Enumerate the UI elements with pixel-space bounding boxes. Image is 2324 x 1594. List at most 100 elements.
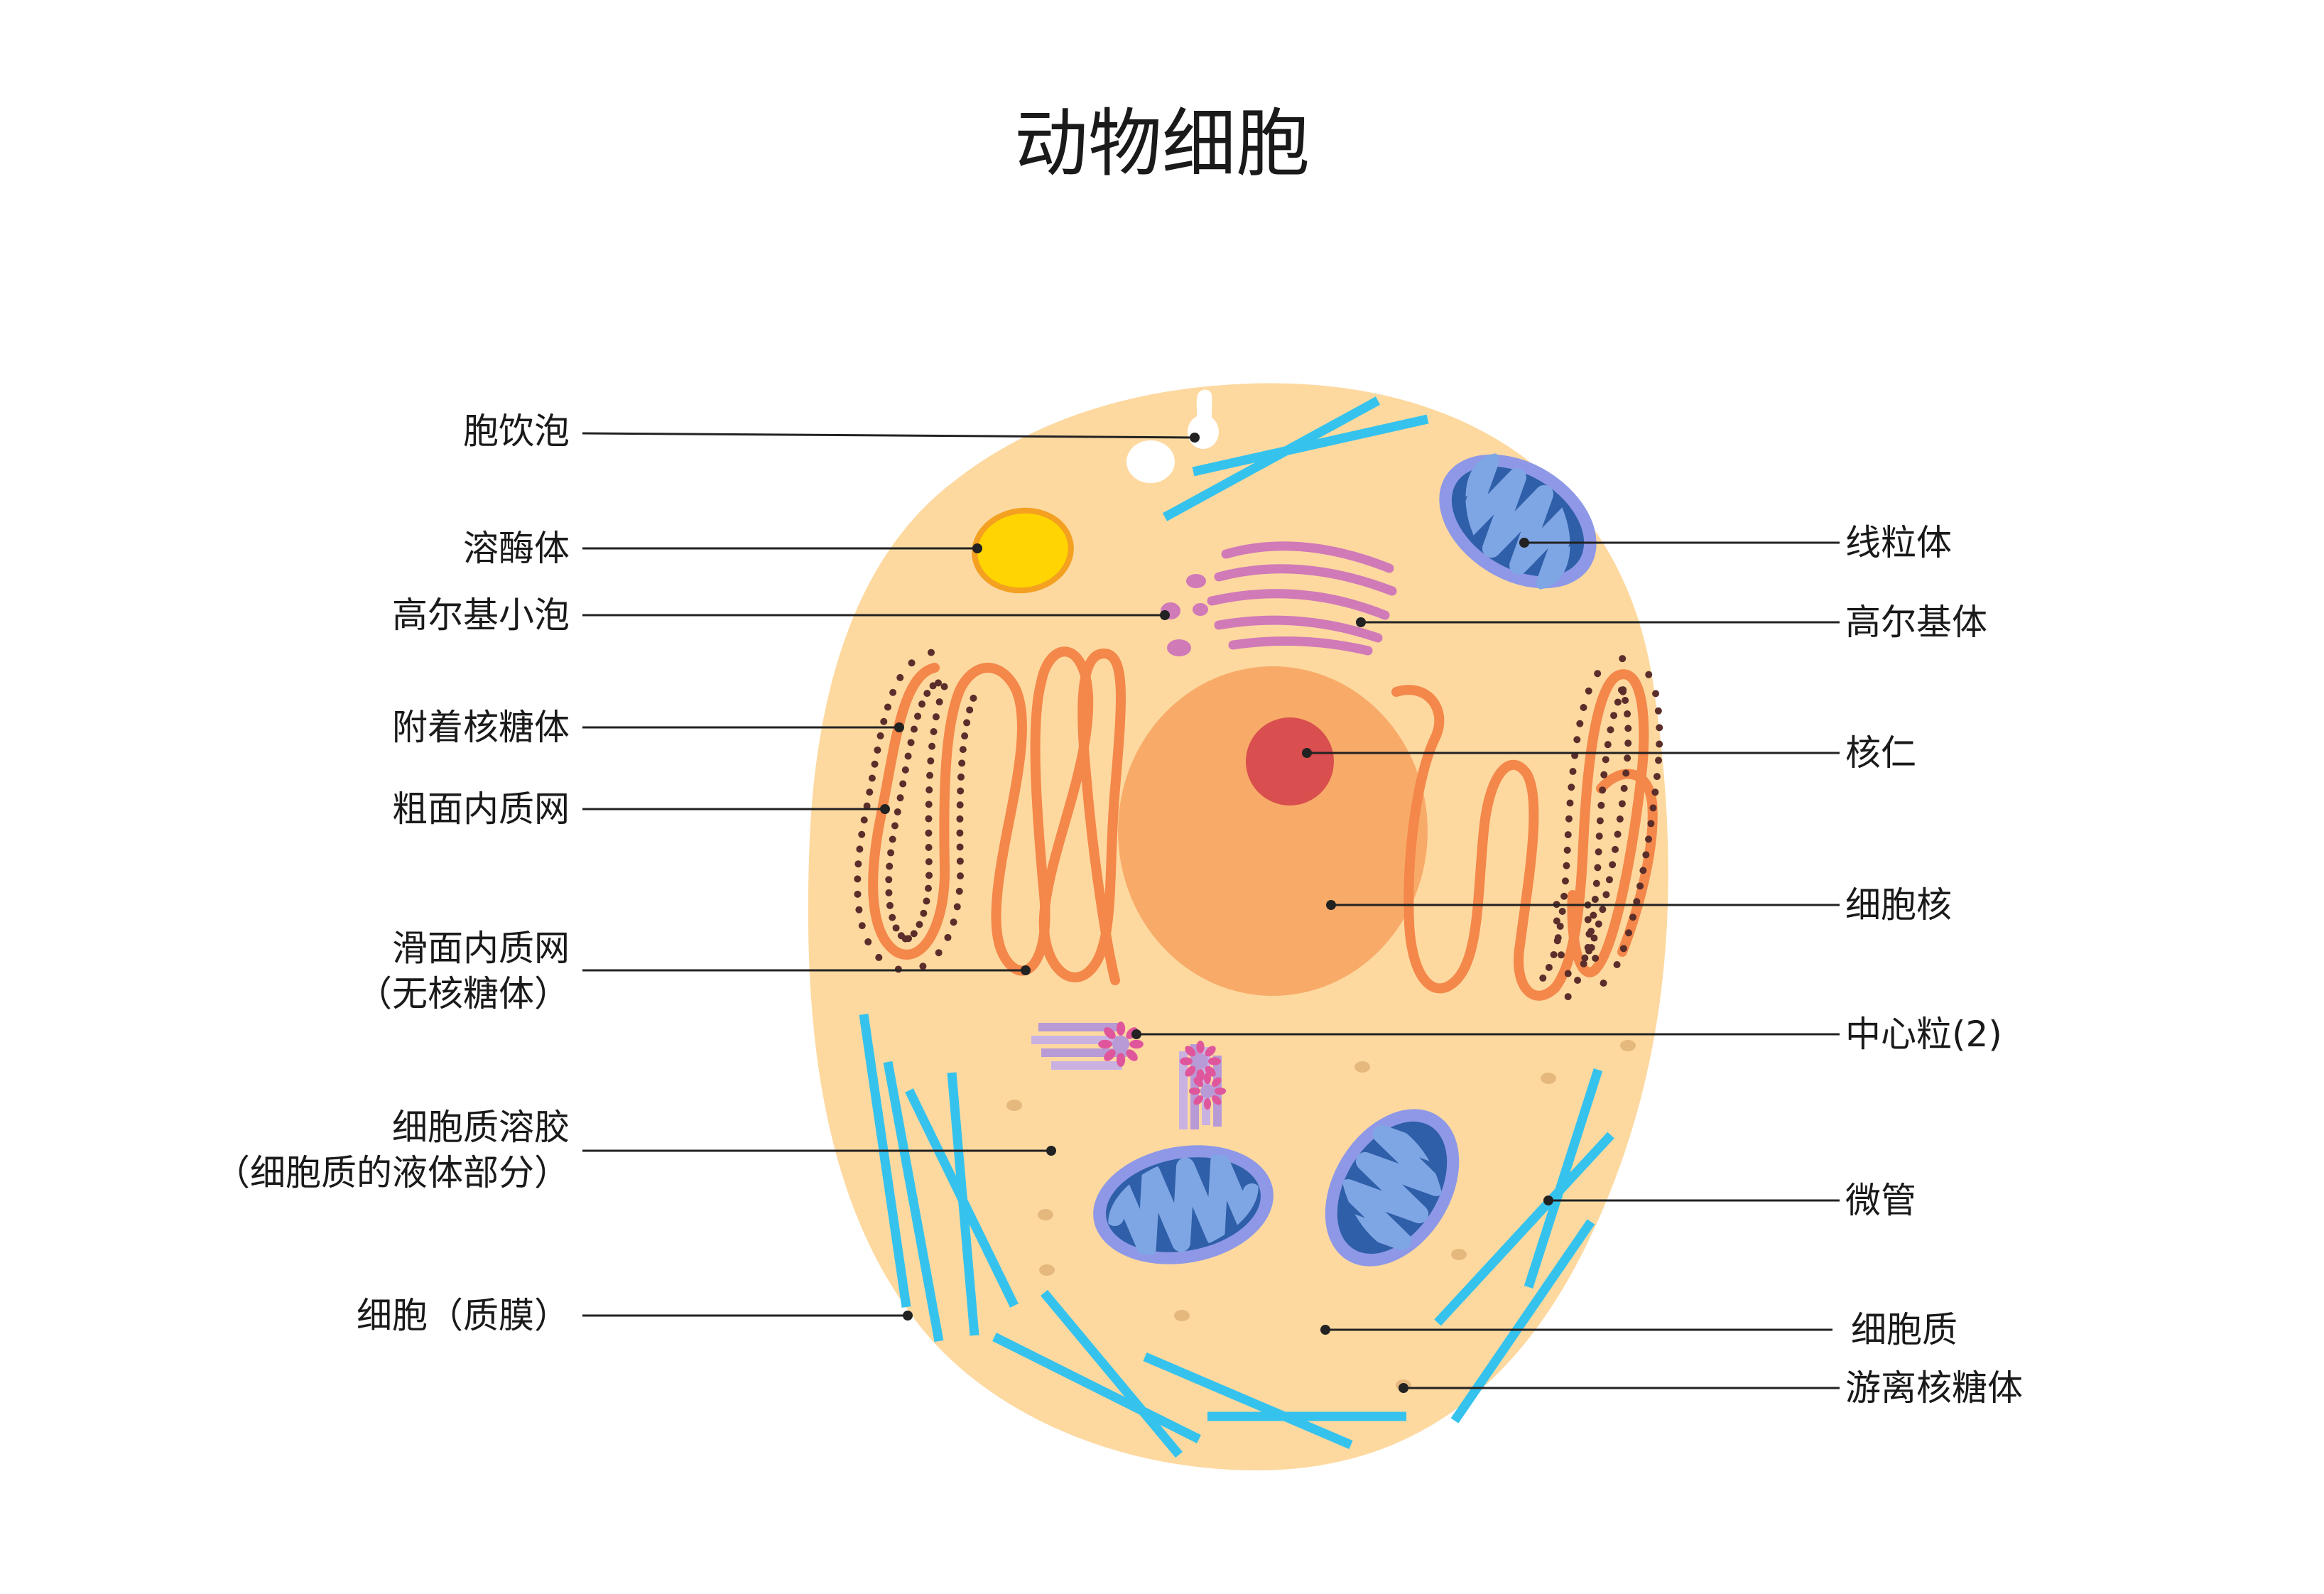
label-golgi-body: 高尔基体 bbox=[1845, 602, 1987, 643]
centriole-petal bbox=[1196, 1041, 1205, 1053]
ribosome-dot bbox=[925, 858, 933, 866]
centriole-petal bbox=[1185, 1066, 1196, 1077]
ribosome-dot bbox=[923, 690, 931, 698]
ribosome-dot bbox=[935, 949, 943, 957]
ribosome-dot bbox=[1614, 830, 1622, 838]
ribosome-dot bbox=[961, 732, 969, 740]
ribosome-dot bbox=[1539, 974, 1547, 982]
ribosome-dot bbox=[1647, 820, 1655, 828]
leader-dot bbox=[1326, 900, 1336, 910]
centriole-petal bbox=[1205, 1046, 1216, 1057]
ribosome-dot bbox=[1636, 882, 1644, 890]
ribosome-dot bbox=[1599, 906, 1607, 913]
leader-dot bbox=[894, 722, 904, 732]
ribosome-dot bbox=[929, 682, 937, 690]
ribosome-dot bbox=[955, 887, 963, 895]
ribosome-dot bbox=[889, 835, 896, 843]
label-attached-ribosome: 附着核糖体 bbox=[392, 707, 570, 748]
centriole-core bbox=[1193, 1053, 1208, 1069]
label-centriole: 中心粒(2) bbox=[1845, 1014, 2002, 1055]
ribosome-dot bbox=[1576, 720, 1584, 727]
ribosome-dot bbox=[1545, 963, 1553, 971]
ribosome-dot bbox=[927, 757, 935, 765]
ribosome-dot bbox=[1642, 851, 1650, 859]
ribosome-dot bbox=[966, 706, 974, 714]
crista-fold bbox=[1105, 1151, 1261, 1258]
label-cell-membrane: 细胞（质膜） bbox=[357, 1295, 570, 1336]
ribosome-dot bbox=[1656, 740, 1663, 748]
ribosome-dot bbox=[1592, 879, 1600, 887]
ribosome-dot bbox=[957, 773, 965, 781]
ribosome-dot bbox=[1584, 916, 1592, 923]
leader-lines bbox=[582, 432, 1840, 1393]
granule bbox=[1039, 1264, 1055, 1276]
ribosome-dot bbox=[1600, 771, 1608, 779]
granule bbox=[1354, 1061, 1370, 1073]
centriole-petal bbox=[1180, 1057, 1193, 1066]
ribosome-dot bbox=[887, 849, 895, 857]
ribosome-dot bbox=[925, 786, 933, 794]
ribosome-dot bbox=[1580, 703, 1587, 711]
ribosome-dot bbox=[957, 872, 965, 880]
ribosome-dot bbox=[1607, 726, 1614, 734]
label-microtubule: 微管 bbox=[1845, 1180, 1916, 1221]
centriole-core bbox=[1112, 1035, 1130, 1053]
label-pinocytic-vesicle: 胞饮泡 bbox=[463, 411, 570, 452]
golgi-vesicles bbox=[1161, 574, 1208, 656]
leader-dot bbox=[1399, 1383, 1408, 1393]
centriole-petal bbox=[1193, 1095, 1204, 1105]
ribosome-dot bbox=[904, 752, 912, 760]
ribosome-dot bbox=[1624, 739, 1632, 747]
ribosome-dot bbox=[868, 774, 876, 782]
ribosome-dot bbox=[1609, 861, 1617, 869]
ribosome-dot bbox=[1596, 817, 1604, 825]
ribosome-dot bbox=[925, 801, 933, 808]
ribosome-dot bbox=[885, 876, 893, 884]
ribosome-dot bbox=[871, 760, 879, 768]
ribosome-dot bbox=[1639, 867, 1647, 874]
ribosome-dot bbox=[1620, 784, 1628, 792]
leader-dot bbox=[903, 1311, 913, 1321]
ribosome-dot bbox=[901, 766, 909, 774]
ribosome-dot bbox=[1585, 687, 1592, 695]
leader-dot bbox=[1021, 965, 1031, 975]
ribosome-dot bbox=[885, 889, 893, 896]
ribosome-dot bbox=[863, 802, 871, 810]
ribosome-dot bbox=[1563, 862, 1570, 869]
ribosome-dot bbox=[892, 924, 900, 932]
mitochondrion-cristae bbox=[1105, 1151, 1261, 1258]
ribosome-dot bbox=[889, 913, 896, 921]
label-mitochondrion: 线粒体 bbox=[1845, 522, 1952, 563]
ribosome-dot bbox=[1645, 671, 1653, 678]
ribosome-dot bbox=[1617, 686, 1625, 694]
leader-dot bbox=[1190, 433, 1200, 443]
ribosome-dot bbox=[1633, 898, 1641, 906]
ribosome-dot bbox=[1624, 725, 1632, 732]
ribosome-dot bbox=[1561, 877, 1569, 885]
ribosome-dot bbox=[1564, 970, 1572, 977]
ribosome-dot bbox=[1602, 891, 1610, 899]
ribosome-dot bbox=[910, 930, 918, 938]
ribosome-dot bbox=[953, 903, 961, 911]
centriole-petal bbox=[1193, 1077, 1204, 1088]
ribosome-dot bbox=[1568, 784, 1575, 791]
ribosome-dot bbox=[1590, 911, 1597, 919]
ribosome-dot bbox=[956, 801, 964, 809]
ribosome-dot bbox=[926, 771, 934, 779]
smooth-er bbox=[1036, 646, 1126, 985]
leader-line bbox=[582, 432, 1195, 439]
label-rough-er: 粗面内质网 bbox=[392, 788, 570, 830]
ribosome-dot bbox=[1605, 876, 1613, 884]
ribosome-dot bbox=[935, 698, 943, 706]
leader-dot bbox=[880, 804, 890, 814]
ribosome-dot bbox=[1556, 922, 1564, 930]
leader-dot bbox=[1543, 1196, 1553, 1205]
ribosome-dot bbox=[934, 679, 942, 687]
ribosome-dot bbox=[919, 963, 927, 970]
ribosome-dot bbox=[1554, 934, 1562, 942]
attached-ribosomes-left bbox=[854, 649, 977, 973]
ribosome-dot bbox=[928, 742, 936, 750]
ribosome-dot bbox=[910, 725, 918, 733]
ribosome-dot bbox=[928, 649, 935, 656]
